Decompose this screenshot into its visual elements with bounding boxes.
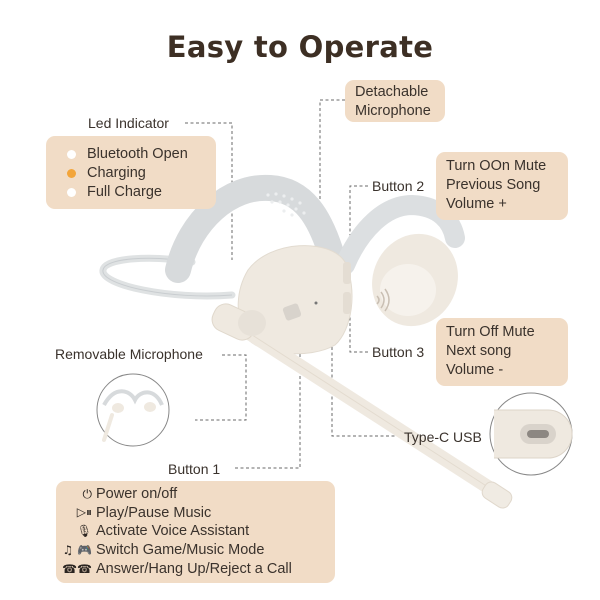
- removable-microphone-label: Removable Microphone: [55, 346, 203, 362]
- function-label: Activate Voice Assistant: [96, 523, 250, 540]
- button2-line: Previous Song: [446, 177, 541, 193]
- button1-label: Button 1: [168, 461, 221, 477]
- led-item-full-charge: Full Charge: [67, 183, 216, 202]
- led-item-label: Bluetooth Open: [87, 146, 188, 162]
- led-leader-line: [185, 122, 233, 260]
- button3-label: Button 3: [372, 344, 425, 360]
- button3-line: Turn Off Mute: [446, 324, 535, 340]
- orange-dot-icon: [67, 169, 76, 178]
- button2-label: Button 2: [372, 178, 425, 194]
- led-item-charging: Charging: [67, 164, 216, 183]
- voice-assistant-icon: 🎙: [76, 524, 92, 539]
- removable-mic-leader-line: [195, 354, 247, 421]
- type-c-usb-label: Type-C USB: [404, 429, 482, 445]
- detachable-microphone-box: Detachable Microphone: [345, 80, 445, 122]
- music-game-icon: ♫ 🎮: [62, 543, 92, 558]
- function-label: Switch Game/Music Mode: [96, 542, 265, 559]
- detachable-mic-line-1: Detachable: [355, 84, 429, 100]
- white-dot-icon: [67, 188, 76, 197]
- function-row: ⏻ Power on/off: [56, 485, 335, 504]
- button1-leader-line: [235, 330, 301, 469]
- page-title: Easy to Operate: [166, 30, 434, 64]
- function-label: Power on/off: [96, 486, 178, 503]
- white-dot-icon: [67, 150, 76, 159]
- button2-line: Volume +: [446, 196, 507, 212]
- button3-line: Volume -: [446, 362, 504, 378]
- function-row: 🎙 Activate Voice Assistant: [56, 522, 335, 541]
- play-pause-icon: ▷⏸: [76, 505, 92, 520]
- led-indicator-box: Bluetooth Open Charging Full Charge: [46, 136, 216, 209]
- function-label: Play/Pause Music: [96, 504, 212, 521]
- function-row: ☎☎ Answer/Hang Up/Reject a Call: [56, 559, 335, 578]
- button1-box: ⏻ Power on/off ▷⏸ Play/Pause Music 🎙 Act…: [56, 481, 335, 583]
- typec-leader-line: [331, 345, 400, 437]
- led-item-bluetooth: Bluetooth Open: [67, 145, 216, 164]
- button3-line: Next song: [446, 343, 512, 359]
- function-row: ▷⏸ Play/Pause Music: [56, 504, 335, 523]
- button2-line: Turn OOn Mute: [446, 158, 547, 174]
- button3-leader-line: [349, 300, 368, 353]
- function-row: ♫ 🎮 Switch Game/Music Mode: [56, 541, 335, 560]
- phone-call-icon: ☎☎: [62, 561, 92, 576]
- led-item-label: Charging: [87, 165, 146, 181]
- power-icon: ⏻: [82, 486, 93, 501]
- detachable-mic-line-2: Microphone: [355, 103, 431, 119]
- led-item-label: Full Charge: [87, 184, 162, 200]
- function-label: Answer/Hang Up/Reject a Call: [96, 560, 292, 577]
- button3-box: Turn Off Mute Next song Volume -: [436, 318, 568, 386]
- button2-box: Turn OOn Mute Previous Song Volume +: [436, 152, 568, 220]
- led-indicator-label: Led Indicator: [88, 115, 169, 131]
